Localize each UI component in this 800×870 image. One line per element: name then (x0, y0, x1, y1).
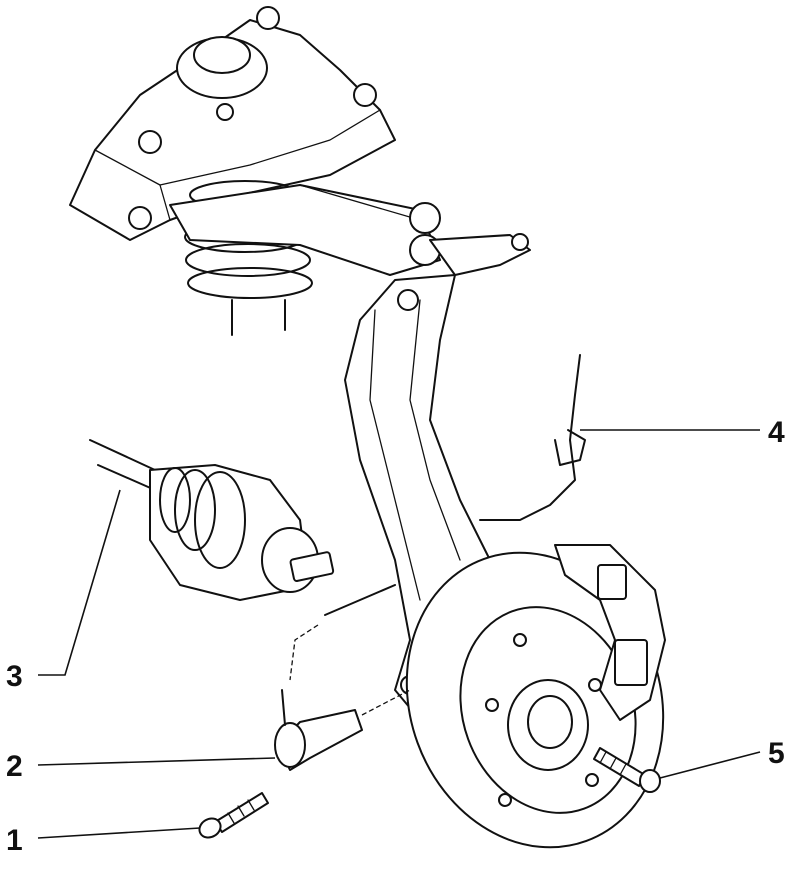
leader-5 (659, 751, 761, 779)
leader-lines (37, 429, 761, 839)
bolt-1 (198, 792, 269, 839)
bolt-5 (593, 747, 661, 793)
abs-sensor-cable (289, 354, 586, 681)
callout-4: 4 (768, 416, 785, 449)
callout-labels: 1 2 3 4 5 (6, 416, 785, 857)
brake-caliper (554, 544, 666, 721)
callout-5: 5 (768, 737, 785, 770)
callout-2: 2 (6, 750, 23, 783)
leader-1 (37, 827, 201, 839)
upper-mount-bracket (69, 6, 396, 241)
leader-3 (38, 489, 121, 676)
leader-2 (37, 757, 276, 766)
callout-3: 3 (6, 660, 23, 693)
speed-sensor (274, 689, 411, 771)
drive-shaft-cv-joint (89, 439, 335, 601)
upper-control-arm (169, 184, 531, 276)
brake-disc-hub (405, 551, 665, 849)
callout-1: 1 (6, 824, 23, 857)
